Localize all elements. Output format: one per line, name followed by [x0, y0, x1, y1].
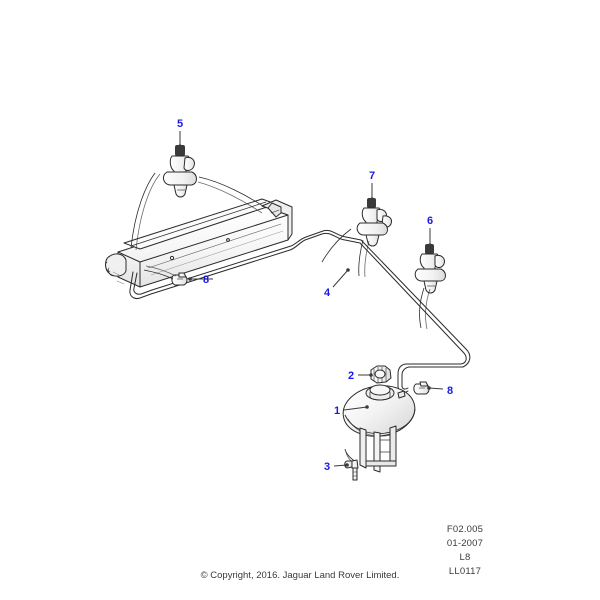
callout-4[interactable]: 4: [324, 287, 331, 299]
pipe-grommet-right: [413, 381, 430, 395]
retaining-clip-right: [414, 244, 446, 330]
callout-8-left[interactable]: 8: [203, 274, 209, 286]
callout-5[interactable]: 5: [177, 118, 183, 130]
leader-8b: [428, 387, 444, 390]
drawing-number: F02.005: [446, 524, 484, 535]
drawing-reference-block: F02.005 01-2007 L8 LL0117: [410, 523, 520, 579]
copyright-notice: © Copyright, 2016. Jaguar Land Rover Lim…: [200, 570, 400, 581]
leader-3: [333, 464, 348, 467]
callout-leader-lines: [178, 131, 444, 467]
expansion-tank: [342, 384, 416, 473]
pipe-grommet-left: [143, 265, 188, 286]
reference-code: LL0117: [448, 566, 482, 577]
radiator-cooler-assembly: [105, 198, 293, 288]
callout-2[interactable]: 2: [348, 370, 354, 382]
drawing-date: 01-2007: [446, 538, 484, 549]
callout-6[interactable]: 6: [427, 215, 433, 227]
retaining-clip-upper: [130, 145, 267, 251]
callout-1[interactable]: 1: [334, 405, 340, 417]
model-code: L8: [459, 552, 471, 563]
retaining-clip-centre: [321, 198, 392, 278]
callout-8-right[interactable]: 8: [447, 385, 453, 397]
callout-7[interactable]: 7: [369, 170, 375, 182]
leader-1: [343, 406, 368, 411]
retaining-screw: [344, 459, 359, 481]
leader-4: [332, 269, 349, 288]
callout-numbers: 5 7 6 8 8 1 2 3 4: [177, 118, 453, 473]
callout-3[interactable]: 3: [324, 461, 330, 473]
tank-cap: [370, 365, 392, 384]
